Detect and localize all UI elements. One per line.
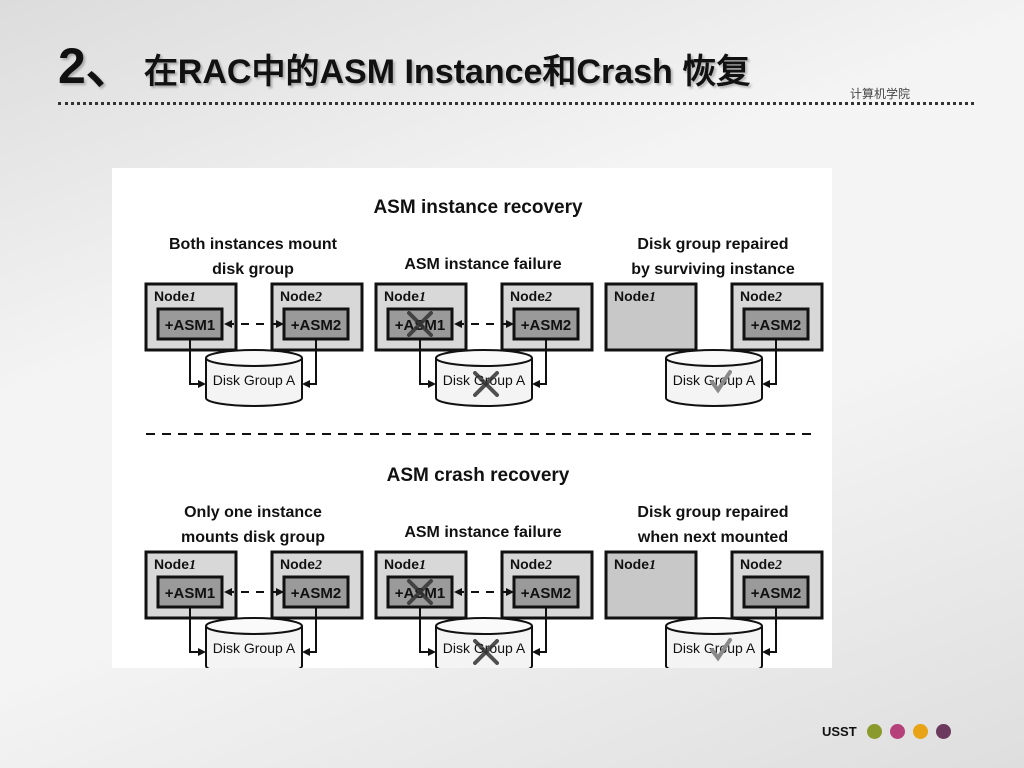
- s1-p0-asm1-link-arrow: [198, 648, 206, 656]
- s0-p0-caption-0: Both instances mount: [169, 236, 338, 253]
- s0-p1-node1-label: Node1: [384, 288, 426, 305]
- s0-p1-asm2-link-arrow: [532, 380, 540, 388]
- s1-p1-asm1-link-arrow: [428, 648, 436, 656]
- s0-p0-caption-1: disk group: [212, 261, 294, 278]
- s0-p2-disk-top: [665, 349, 763, 367]
- s1-p2-node1-label: Node1: [614, 556, 656, 573]
- s1-p1-caption-0: ASM instance failure: [404, 524, 561, 541]
- s0-p0-asm2-link-arrow: [302, 380, 310, 388]
- s1-p1-asm1-failed-x-b: [407, 579, 433, 605]
- s0-p1-asm1-link-arrow: [428, 380, 436, 388]
- s1-p0-interconnect-arrow-left: [224, 588, 232, 596]
- s0-p1-interconnect-arrow-left: [454, 320, 462, 328]
- slide-title-text: 在RAC中的ASM Instance和Crash 恢复: [143, 53, 751, 91]
- s0-p0-disk-label: Disk Group A: [213, 372, 296, 388]
- s0-p1-node2-label: Node2: [510, 288, 552, 305]
- s1-p0-asm2-link-arrow: [302, 648, 310, 656]
- s0-p0-interconnect-arrow-left: [224, 320, 232, 328]
- s0-p2-node1-box: [604, 282, 698, 352]
- s0-p2-node1-label: Node1: [614, 288, 656, 305]
- s1-p0-asm1-box: [156, 575, 224, 609]
- s1-p0-asm2-label: +ASM2: [291, 585, 341, 602]
- s0-p1-disk-failed-x-b: [473, 371, 499, 397]
- s1-p1-disk-top: [435, 617, 533, 635]
- s0-p0-asm1-label: +ASM1: [165, 317, 215, 334]
- s0-p0-node1-label: Node1: [154, 288, 196, 305]
- s1-p2-asm2-label: +ASM2: [751, 585, 801, 602]
- s0-p0-asm1-link-arrow: [198, 380, 206, 388]
- s0-p1-interconnect-arrow-right: [506, 320, 514, 328]
- s1-p0-caption-1: mounts disk group: [181, 529, 325, 546]
- s1-p1-asm2-label: +ASM2: [521, 585, 571, 602]
- footer-dot-amber: [912, 723, 928, 739]
- s0-p2-node2-label: Node2: [740, 288, 782, 305]
- s0-p2-asm2-link-arrow: [762, 380, 770, 388]
- s0-p1-asm1-failed-x-b: [407, 311, 433, 337]
- s0-p2-asm2-label: +ASM2: [751, 317, 801, 334]
- s0-p0-disk-body: [205, 358, 303, 407]
- footer-dot-olive: [866, 723, 882, 739]
- footer: USST: [822, 720, 951, 742]
- footer-dot-pink: [889, 723, 905, 739]
- s1-p2-disk-repaired-check: [710, 638, 732, 662]
- s1-p0-disk-top: [205, 617, 303, 635]
- s1-p2-disk-body: [665, 626, 763, 668]
- s0-p1-asm2-label: +ASM2: [521, 317, 571, 334]
- s1-p2-disk-label: Disk Group A: [673, 640, 756, 656]
- s1-p1-node2-label: Node2: [510, 556, 552, 573]
- slide-title: 2、在RAC中的ASM Instance和Crash 恢复: [58, 26, 750, 94]
- s0-p0-node2-label: Node2: [280, 288, 322, 305]
- s1-p0-disk-label: Disk Group A: [213, 640, 296, 656]
- s0-p2-disk-repaired-check: [710, 370, 732, 394]
- s1-p0-disk-body: [205, 626, 303, 668]
- s1-p1-disk-failed-x-b: [473, 639, 499, 665]
- s0-p0-interconnect-arrow-right: [276, 320, 284, 328]
- s0-p1-caption-0: ASM instance failure: [404, 256, 561, 273]
- college-label: 计算机学院: [850, 87, 911, 101]
- title-divider: [58, 102, 974, 105]
- s1-p0-interconnect-arrow-right: [276, 588, 284, 596]
- section-title-1: ASM crash recovery: [387, 465, 570, 486]
- s1-p1-disk-body: [435, 626, 533, 668]
- s0-p0-disk-top: [205, 349, 303, 367]
- s0-p1-disk-top: [435, 349, 533, 367]
- footer-dot-plum: [935, 723, 951, 739]
- slide-number: 2、: [58, 38, 136, 94]
- s0-p2-disk-label: Disk Group A: [673, 372, 756, 388]
- s1-p1-interconnect-arrow-right: [506, 588, 514, 596]
- s1-p1-asm2-link-arrow: [532, 648, 540, 656]
- s0-p2-caption-0: Disk group repaired: [637, 236, 788, 253]
- s1-p1-node1-label: Node1: [384, 556, 426, 573]
- s1-p2-node2-label: Node2: [740, 556, 782, 573]
- s1-p2-node1-box: [604, 550, 698, 620]
- s0-p0-asm2-label: +ASM2: [291, 317, 341, 334]
- s0-p2-caption-1: by surviving instance: [631, 261, 795, 278]
- s1-p0-node1-label: Node1: [154, 556, 196, 573]
- s1-p2-disk-top: [665, 617, 763, 635]
- footer-brand: USST: [822, 723, 857, 739]
- s1-p1-interconnect-arrow-left: [454, 588, 462, 596]
- s1-p2-asm2-link-arrow: [762, 648, 770, 656]
- section-title-0: ASM instance recovery: [373, 197, 583, 218]
- s1-p2-caption-0: Disk group repaired: [637, 504, 788, 521]
- s1-p0-asm1-label: +ASM1: [165, 585, 215, 602]
- s1-p0-caption-0: Only one instance: [184, 504, 322, 521]
- s1-p0-node2-label: Node2: [280, 556, 322, 573]
- s1-p2-caption-1: when next mounted: [637, 529, 788, 546]
